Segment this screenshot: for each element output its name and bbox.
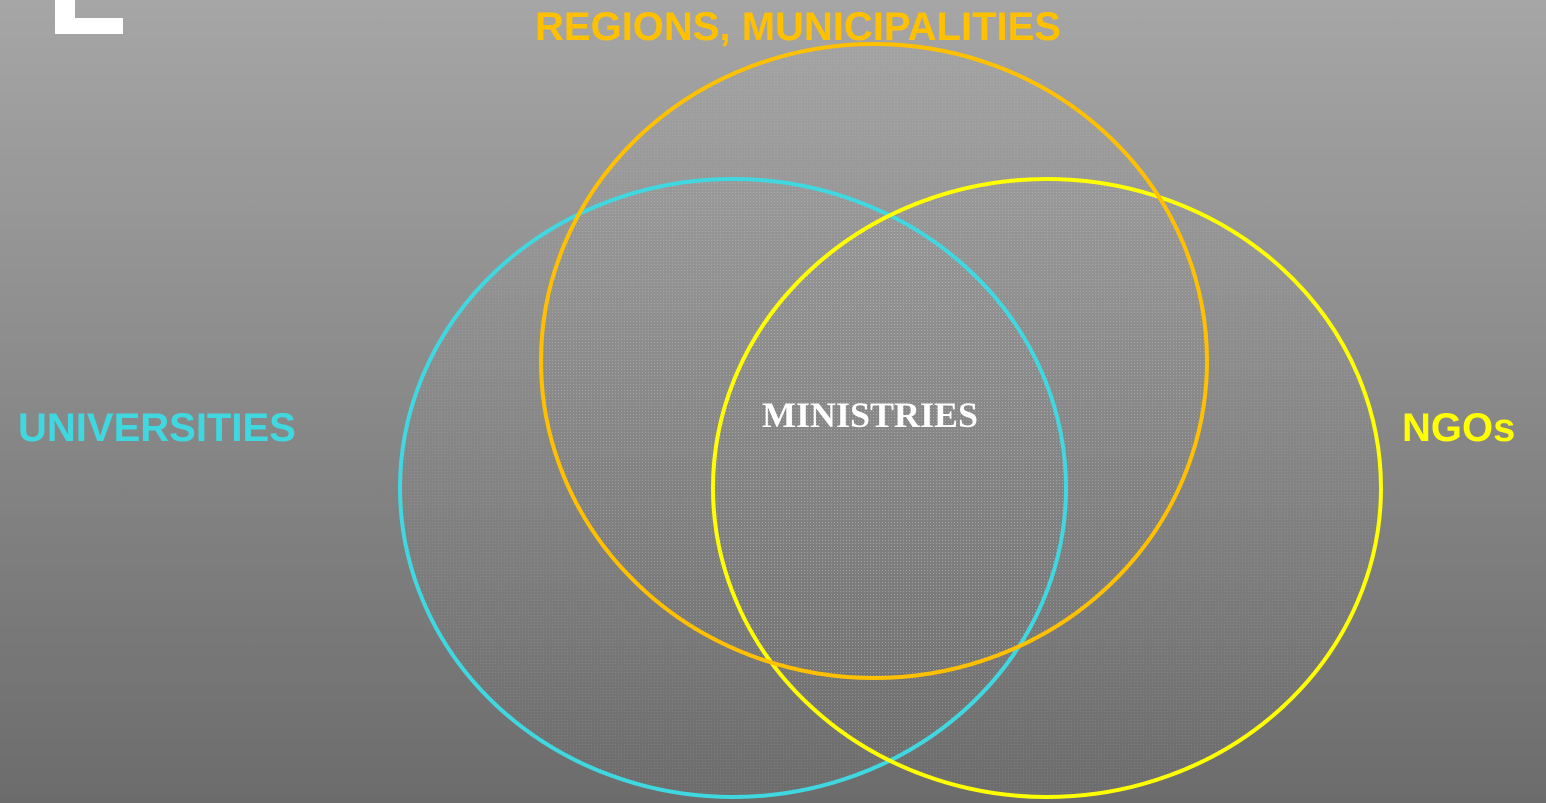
corner-mark-horizontal: [55, 18, 123, 34]
ministries-label: MINISTRIES: [762, 395, 979, 435]
universities-label: UNIVERSITIES: [18, 406, 296, 450]
ngos-label: NGOs: [1402, 406, 1516, 450]
universities-circle: [398, 177, 1068, 799]
ngos-circle: [711, 177, 1383, 799]
regions-municipalities-label: REGIONS, MUNICIPALITIES: [535, 5, 1061, 49]
regions-circle-fill: [541, 44, 1207, 678]
corner-mark: [55, 0, 123, 34]
regions-circle: [539, 42, 1209, 680]
